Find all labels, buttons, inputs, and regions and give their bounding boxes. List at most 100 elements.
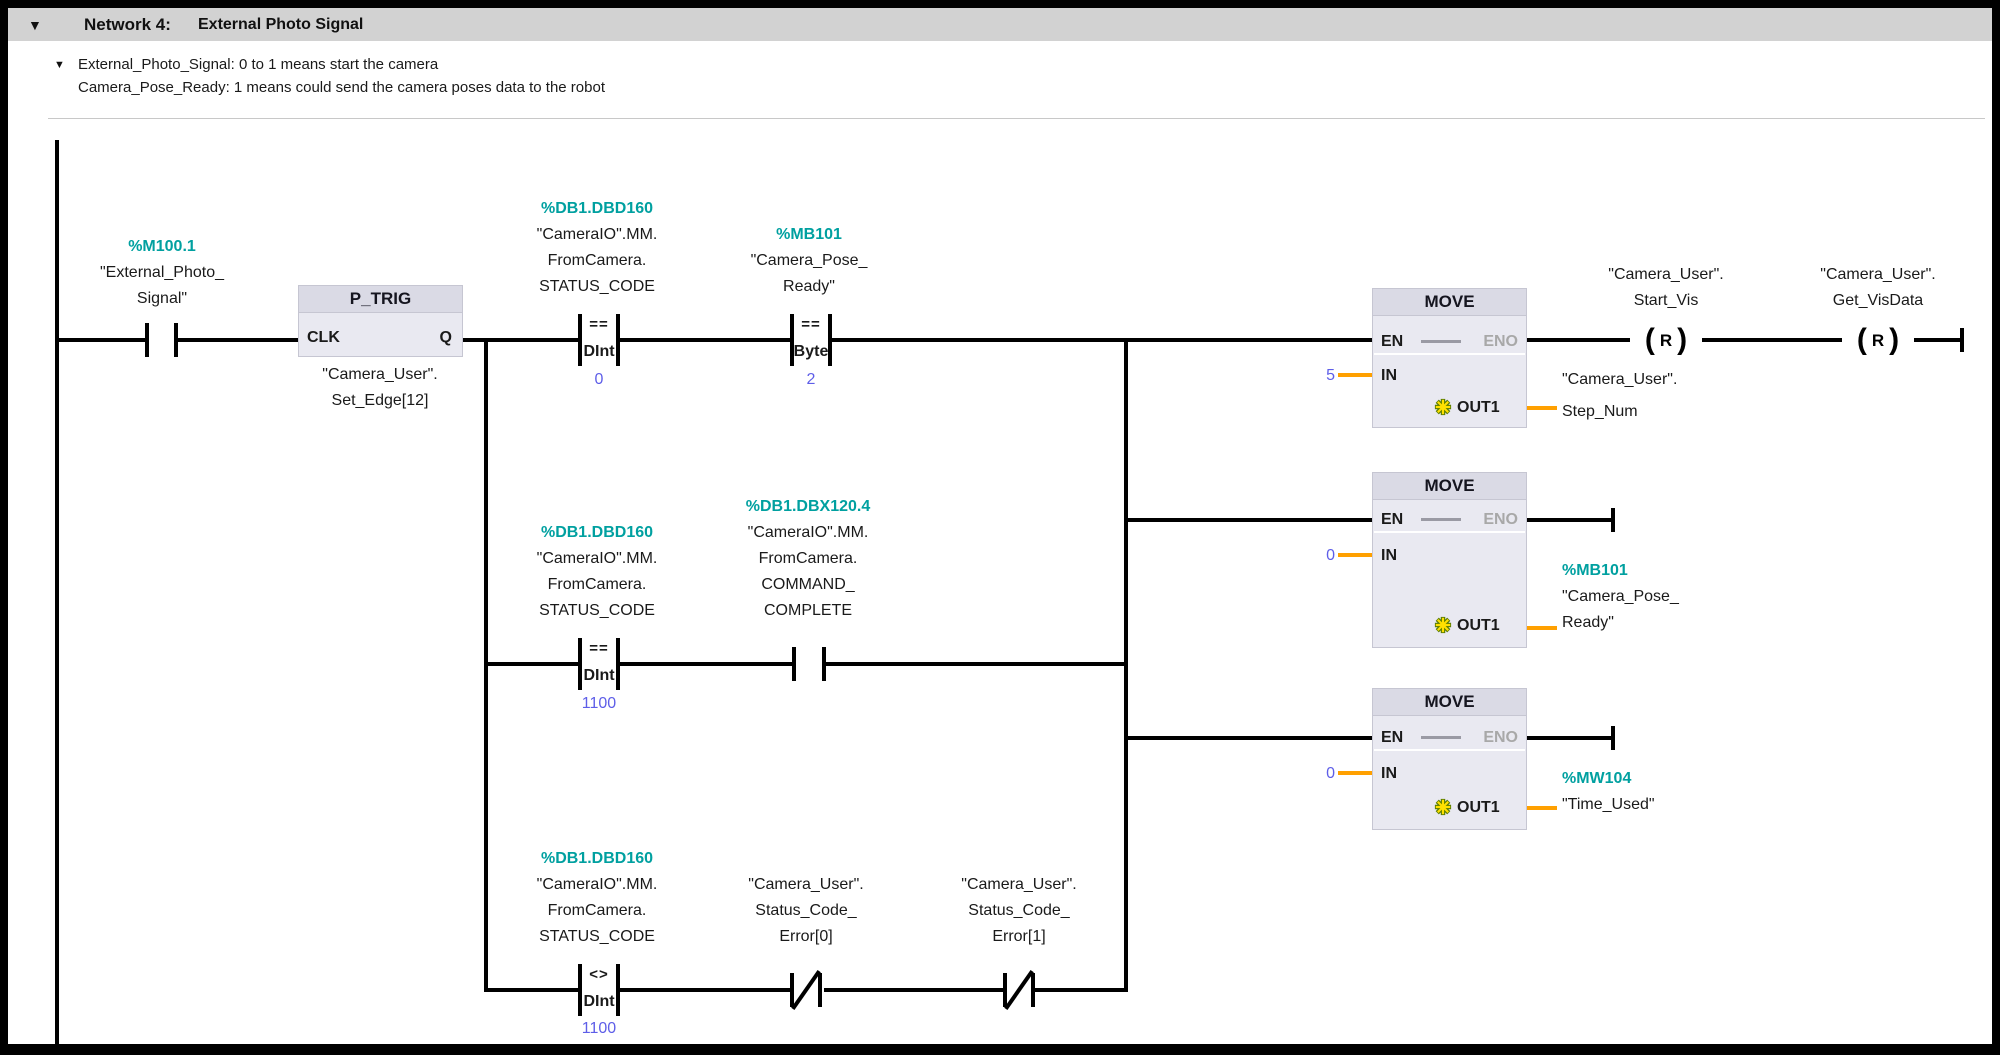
- compare-value[interactable]: 2: [806, 371, 816, 388]
- move-in-port[interactable]: IN: [1381, 765, 1397, 782]
- contact-bar: [828, 314, 832, 366]
- window-frame: [0, 0, 2000, 8]
- comment-separator: [48, 118, 1985, 119]
- move-en-port[interactable]: EN: [1381, 729, 1404, 746]
- comment-line-1[interactable]: External_Photo_Signal: 0 to 1 means star…: [78, 56, 439, 73]
- param-wire: [1527, 806, 1557, 810]
- contact-bar: [616, 638, 620, 690]
- auto-update-star-icon: [1434, 616, 1452, 634]
- operand-name[interactable]: Signal": [136, 290, 188, 307]
- move-in-constant[interactable]: 0: [1326, 765, 1335, 782]
- operand-status-code[interactable]: %DB1.DBD160 "CameraIO".MM. FromCamera. S…: [536, 524, 658, 619]
- wire: [1035, 988, 1126, 992]
- move-out1-port[interactable]: OUT1: [1457, 799, 1500, 816]
- move-eno-port[interactable]: ENO: [1483, 729, 1518, 746]
- reset-coil-start-vis[interactable]: (R): [1630, 322, 1702, 358]
- param-wire: [1338, 771, 1372, 775]
- operand-status-code[interactable]: %DB1.DBD160 "CameraIO".MM. FromCamera. S…: [536, 200, 658, 295]
- window-frame: [0, 1044, 2000, 1055]
- move-title: MOVE: [1373, 689, 1526, 716]
- operand-external-photo-signal[interactable]: %M100.1 "External_Photo_ Signal": [42, 234, 282, 312]
- wire: [1527, 736, 1613, 740]
- move-block-time-used[interactable]: MOVE EN ENO IN OUT1: [1372, 688, 1527, 830]
- move-title: MOVE: [1373, 289, 1526, 316]
- operand-camera-pose-ready[interactable]: %MB101 "Camera_Pose_ Ready": [750, 226, 868, 295]
- network-header-bar: ▼ Network 4: External Photo Signal: [8, 8, 1992, 41]
- compare-value[interactable]: 1100: [581, 695, 617, 712]
- ptrig-instance-label[interactable]: "Camera_User". Set_Edge[12]: [322, 366, 438, 409]
- move-in-constant[interactable]: 0: [1326, 547, 1335, 564]
- operand-time-used[interactable]: %MW104 "Time_Used": [1562, 770, 1655, 813]
- operand-step-num[interactable]: "Camera_User". Step_Num: [1562, 371, 1678, 420]
- move-in-port[interactable]: IN: [1381, 367, 1397, 384]
- wire: [463, 338, 578, 342]
- nc-slash: [1004, 970, 1034, 1010]
- operand-address[interactable]: %M100.1: [128, 238, 196, 255]
- window-frame: [0, 0, 8, 1055]
- contact-bar: [818, 973, 822, 1007]
- operand-status-code[interactable]: %DB1.DBD160 "CameraIO".MM. FromCamera. S…: [536, 850, 658, 945]
- reset-coil-get-visdata[interactable]: (R): [1842, 322, 1914, 358]
- move-in-constant[interactable]: 5: [1326, 367, 1335, 384]
- contact-bar: [578, 314, 582, 366]
- move-en-port[interactable]: EN: [1381, 511, 1404, 528]
- move-out1-port[interactable]: OUT1: [1457, 617, 1500, 634]
- wire: [488, 662, 578, 666]
- branch-rail: [484, 338, 488, 992]
- wire: [620, 988, 790, 992]
- contact-bar: [822, 647, 826, 681]
- wire: [620, 338, 790, 342]
- window-frame: [1992, 0, 2000, 1055]
- move-en-port[interactable]: EN: [1381, 333, 1404, 350]
- contact-bar: [578, 638, 582, 690]
- operand-camera-pose-ready-out[interactable]: %MB101 "Camera_Pose_ Ready": [1562, 562, 1679, 631]
- wire-end-tick: [1611, 726, 1615, 750]
- operand-get-visdata[interactable]: "Camera_User". Get_VisData: [1820, 266, 1936, 309]
- contact-bar: [792, 647, 796, 681]
- wire-end-tick: [1960, 328, 1964, 352]
- contact-bar: [616, 964, 620, 1016]
- ptrig-block[interactable]: P_TRIG CLK Q: [298, 285, 463, 357]
- network-collapse-icon[interactable]: ▼: [28, 17, 42, 33]
- operand-start-vis[interactable]: "Camera_User". Start_Vis: [1608, 266, 1724, 309]
- or-bus-rail: [1124, 338, 1128, 992]
- contact-bar: [790, 973, 794, 1007]
- move-out1-port[interactable]: OUT1: [1457, 399, 1500, 416]
- move-title: MOVE: [1373, 473, 1526, 500]
- move-block-pose-ready[interactable]: MOVE EN ENO IN OUT1: [1372, 472, 1527, 648]
- param-wire: [1527, 626, 1557, 630]
- en-eno-dash: [1421, 736, 1461, 739]
- operand-name[interactable]: "External_Photo_: [100, 264, 224, 281]
- compare-value[interactable]: 0: [594, 371, 604, 388]
- operand-command-complete[interactable]: %DB1.DBX120.4 "CameraIO".MM. FromCamera.…: [745, 498, 871, 619]
- comment-collapse-icon[interactable]: ▼: [54, 59, 65, 71]
- move-block-step-num[interactable]: MOVE EN ENO IN OUT1: [1372, 288, 1527, 428]
- wire: [1128, 518, 1372, 522]
- contact-bar: [790, 314, 794, 366]
- divider: [1374, 353, 1525, 355]
- ptrig-q-port[interactable]: Q: [439, 329, 452, 346]
- contact-bar: [1003, 973, 1007, 1007]
- wire: [488, 988, 578, 992]
- compare-value[interactable]: 1100: [581, 1020, 617, 1037]
- move-eno-port[interactable]: ENO: [1483, 333, 1518, 350]
- ptrig-clk-port[interactable]: CLK: [307, 329, 340, 346]
- operand-status-code-error-0[interactable]: "Camera_User". Status_Code_ Error[0]: [748, 876, 864, 945]
- wire: [1527, 338, 1962, 342]
- wire: [824, 988, 1003, 992]
- nc-slash: [791, 970, 821, 1010]
- move-eno-port[interactable]: ENO: [1483, 511, 1518, 528]
- divider: [1374, 749, 1525, 751]
- comment-line-2[interactable]: Camera_Pose_Ready: 1 means could send th…: [78, 79, 605, 96]
- en-eno-dash: [1421, 518, 1461, 521]
- auto-update-star-icon: [1434, 798, 1452, 816]
- wire: [178, 338, 298, 342]
- wire: [620, 662, 792, 666]
- wire-end-tick: [1611, 508, 1615, 532]
- move-in-port[interactable]: IN: [1381, 547, 1397, 564]
- contact-bar: [616, 314, 620, 366]
- operand-status-code-error-1[interactable]: "Camera_User". Status_Code_ Error[1]: [961, 876, 1077, 945]
- param-wire: [1527, 406, 1557, 410]
- network-title[interactable]: External Photo Signal: [198, 16, 364, 33]
- network-label: Network 4:: [84, 15, 171, 34]
